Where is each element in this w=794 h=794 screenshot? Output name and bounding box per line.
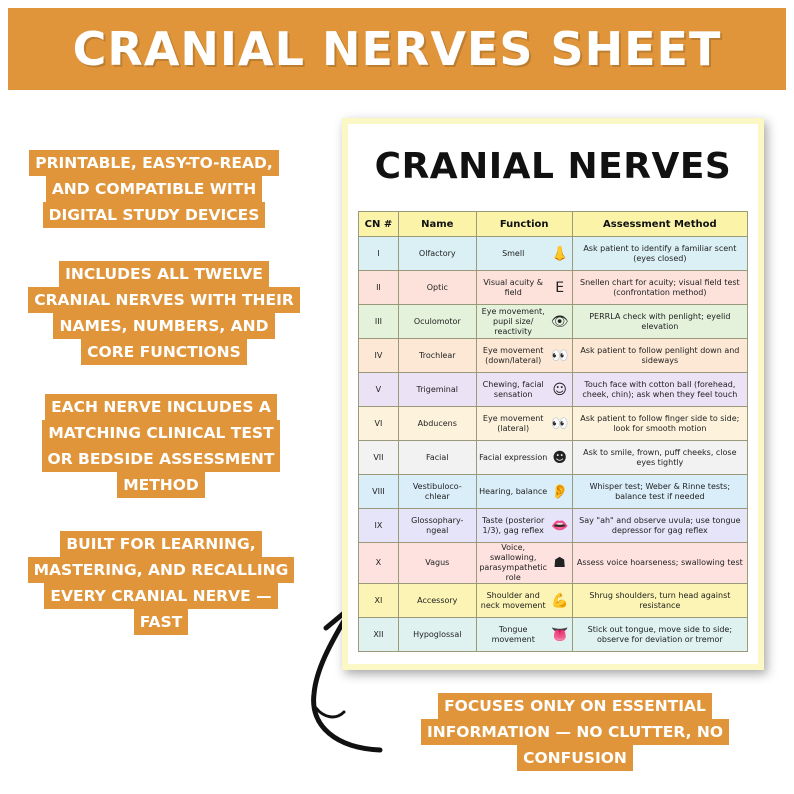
- callout-essential-info: FOCUSES ONLY ON ESSENTIAL INFORMATION — …: [404, 693, 746, 771]
- nerve-name: Oculomotor: [397, 304, 477, 339]
- header-assessment: Assessment Method: [571, 211, 749, 237]
- assessment-method: Ask to smile, frown, puff cheeks, close …: [571, 440, 749, 475]
- assessment-method: Assess voice hoarseness; swallowing test: [571, 542, 749, 584]
- nerve-name: Trochlear: [397, 338, 477, 373]
- nerve-function: Chewing, facial sensation☺: [475, 372, 573, 407]
- table-header-row: CN # Name Function Assessment Method: [358, 211, 749, 237]
- sheet-title: CRANIAL NERVES: [374, 146, 732, 187]
- assessment-method: Shrug shoulders, turn head against resis…: [571, 583, 749, 618]
- callout-learning: BUILT FOR LEARNING, MASTERING, AND RECAL…: [22, 531, 300, 635]
- cn-number: XII: [358, 617, 399, 652]
- eyes-lateral-icon: 👀: [550, 415, 569, 432]
- header-name: Name: [397, 211, 477, 237]
- assessment-method: Ask patient to follow finger side to sid…: [571, 406, 749, 441]
- nerve-function: Eye movement (lateral)👀: [475, 406, 573, 441]
- assessment-method: Snellen chart for acuity; visual field t…: [571, 270, 749, 305]
- nerve-name: Accessory: [397, 583, 477, 618]
- nerve-function: Smell👃: [475, 236, 573, 271]
- assessment-method: Ask patient to identify a familiar scent…: [571, 236, 749, 271]
- eye-icon: 👁: [550, 313, 569, 330]
- cranial-nerves-sheet: CRANIAL NERVES CN # Name Function Assess…: [348, 124, 758, 664]
- throat-icon: ☗: [553, 555, 566, 571]
- nerve-name: Abducens: [397, 406, 477, 441]
- nerve-function: Eye movement, pupil size/ reactivity👁: [475, 304, 573, 339]
- nerve-name: Facial: [397, 440, 477, 475]
- nerve-function: Shoulder and neck movement💪: [475, 583, 573, 618]
- cn-number: IV: [358, 338, 399, 373]
- title-banner: CRANIAL NERVES SHEET: [8, 8, 786, 90]
- nerve-function: Voice, swallowing, parasympathetic role☗: [475, 542, 573, 584]
- face-icon: ☺: [552, 381, 567, 398]
- cn-number: XI: [358, 583, 399, 618]
- assessment-method: Touch face with cotton ball (forehead, c…: [571, 372, 749, 407]
- eye-chart-icon: E: [555, 279, 565, 296]
- nerve-name: Olfactory: [397, 236, 477, 271]
- tongue-icon: 👅: [550, 626, 569, 643]
- cn-number: IX: [358, 508, 399, 543]
- callout-clinical-test: EACH NERVE INCLUDES A MATCHING CLINICAL …: [30, 394, 292, 498]
- cn-number: VIII: [358, 474, 399, 509]
- callout-printable: PRINTABLE, EASY-TO-READ, AND COMPATIBLE …: [28, 150, 280, 228]
- nose-icon: 👃: [550, 245, 569, 262]
- cn-number: X: [358, 542, 399, 584]
- assessment-method: PERRLA check with penlight; eyelid eleva…: [571, 304, 749, 339]
- nerve-function: Taste (posterior 1/3), gag reflex👄: [475, 508, 573, 543]
- assessment-method: Whisper test; Weber & Rinne tests; balan…: [571, 474, 749, 509]
- cn-number: II: [358, 270, 399, 305]
- nerve-name: Glossophary-ngeal: [397, 508, 477, 543]
- nerve-name: Vestibuloco-chlear: [397, 474, 477, 509]
- eyes-down-icon: 👀: [550, 347, 569, 364]
- header-function: Function: [475, 211, 573, 237]
- cn-number: VI: [358, 406, 399, 441]
- nerve-function: Tongue movement👅: [475, 617, 573, 652]
- nerve-function: Hearing, balance👂: [475, 474, 573, 509]
- nerve-name: Optic: [397, 270, 477, 305]
- callout-twelve-nerves: INCLUDES ALL TWELVE CRANIAL NERVES WITH …: [22, 261, 306, 365]
- assessment-method: Ask patient to follow penlight down and …: [571, 338, 749, 373]
- expressions-icon: ☻: [552, 449, 567, 466]
- nerve-name: Trigeminal: [397, 372, 477, 407]
- nerve-function: Facial expression☻: [475, 440, 573, 475]
- nerve-name: Vagus: [397, 542, 477, 584]
- nerve-function: Eye movement (down/lateral)👀: [475, 338, 573, 373]
- ear-icon: 👂: [550, 483, 569, 500]
- shoulder-icon: 💪: [550, 592, 569, 609]
- cn-number: III: [358, 304, 399, 339]
- mouth-icon: 👄: [550, 517, 569, 534]
- cn-number: V: [358, 372, 399, 407]
- nerve-name: Hypoglossal: [397, 617, 477, 652]
- cn-number: I: [358, 236, 399, 271]
- assessment-method: Stick out tongue, move side to side; obs…: [571, 617, 749, 652]
- banner-title: CRANIAL NERVES SHEET: [72, 22, 722, 76]
- header-cn: CN #: [358, 211, 399, 237]
- assessment-method: Say "ah" and observe uvula; use tongue d…: [571, 508, 749, 543]
- cn-number: VII: [358, 440, 399, 475]
